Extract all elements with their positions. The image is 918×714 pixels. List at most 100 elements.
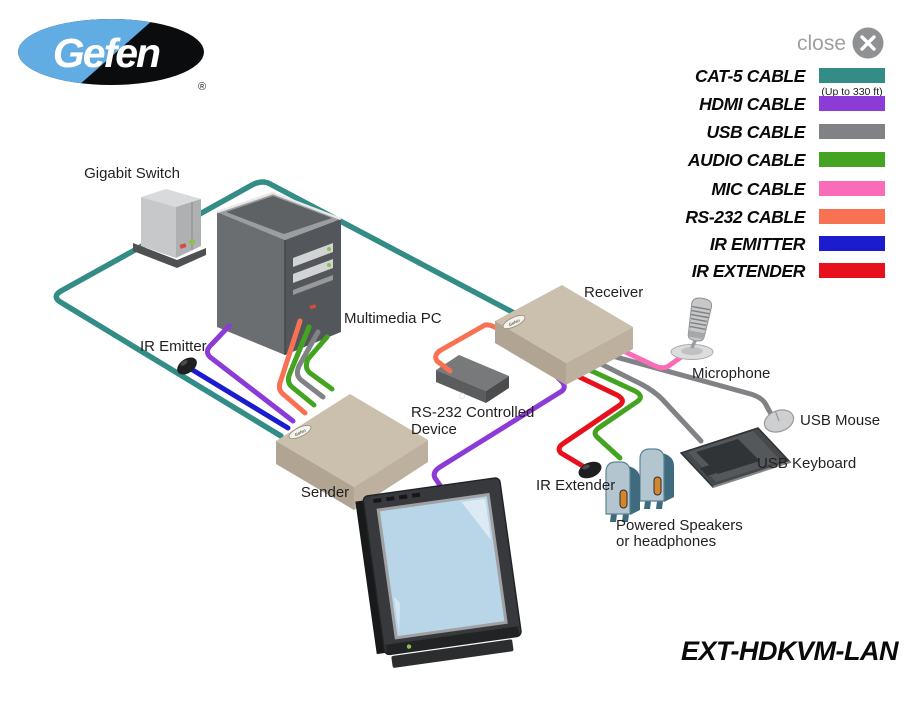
pc-power-led — [309, 304, 317, 310]
ir-extender-head — [578, 461, 602, 479]
pc-bay-led — [327, 263, 331, 267]
speaker-right — [639, 448, 674, 509]
legend-swatch-cat5 — [819, 68, 885, 83]
receiver-left-face — [495, 321, 566, 385]
rs232-device-front — [436, 370, 486, 403]
legend-cat5-note: (Up to 330 ft) — [821, 86, 882, 98]
rs232-device-top — [436, 355, 509, 391]
sender-label: Sender — [301, 484, 349, 501]
ir-emitter-cable — [188, 366, 291, 431]
gefen-logo: Gefen ® — [18, 19, 206, 93]
switch-side-face — [176, 199, 201, 258]
ir-extender-label: IR Extender — [536, 477, 615, 494]
ir-emitter-head — [177, 357, 197, 375]
legend-label-mic: MIC CABLE — [711, 179, 806, 199]
rs232-power-glyph — [458, 392, 466, 400]
rs232-cable-pc-to-sender — [276, 318, 308, 416]
tv-vent — [398, 494, 408, 500]
sender-gefen-badge: Gefen — [288, 424, 312, 440]
legend-swatch-audio — [819, 152, 885, 167]
tv-power-led — [406, 644, 412, 649]
sender-right-face — [354, 440, 428, 510]
receiver-label: Receiver — [584, 284, 643, 301]
svg-text:Gefen: Gefen — [294, 427, 307, 437]
legend-label-cat5: CAT-5 CABLE — [695, 66, 807, 86]
audio-cable-pc-to-sender-1 — [285, 324, 317, 408]
close-button[interactable]: close — [797, 27, 884, 59]
powered-speakers — [605, 448, 674, 522]
legend-swatch-ir-extender — [819, 263, 885, 278]
legend-swatch-hdmi — [819, 96, 885, 111]
speakers-label-line2: or headphones — [616, 533, 716, 550]
svg-text:Gefen: Gefen — [508, 317, 521, 327]
rs232-controlled-device — [436, 355, 509, 403]
usb-mouse — [763, 409, 795, 433]
receiver-gefen-badge: Gefen — [502, 314, 526, 330]
ir-extender-cable — [556, 369, 625, 471]
legend-swatch-rs232 — [819, 209, 885, 224]
tv-display — [355, 477, 522, 668]
multimedia-pc-label: Multimedia PC — [344, 310, 442, 327]
legend-label-audio: AUDIO CABLE — [687, 150, 807, 170]
legend-label-usb: USB CABLE — [707, 122, 807, 142]
switch-top — [141, 189, 201, 207]
pc-drive-bay — [293, 243, 333, 267]
mic-capsule — [687, 297, 713, 342]
speakers-label-line1: Powered Speakers — [616, 517, 743, 534]
microphone-label: Microphone — [692, 365, 770, 382]
pc-vent-slot — [293, 275, 333, 295]
gigabit-switch-label: Gigabit Switch — [84, 165, 180, 182]
rs232-device-label-line2: Device — [411, 421, 457, 438]
tv-screen-glare — [461, 498, 492, 541]
usb-keyboard-label: USB Keyboard — [757, 455, 856, 472]
usb-keyboard — [679, 427, 792, 488]
pc-top-inset — [226, 196, 332, 234]
logo-blue-swoosh — [18, 19, 162, 85]
product-model-label: EXT-HDKVM-LAN — [681, 636, 899, 666]
pc-top-rim — [216, 191, 342, 221]
close-label: close — [797, 32, 846, 55]
legend-swatch-ir-emitter — [819, 236, 885, 251]
switch-green-led — [188, 239, 196, 245]
usb-cable-pc-to-sender — [294, 329, 326, 400]
switch-front-face — [141, 197, 176, 258]
keyboard-keypad — [700, 462, 727, 476]
audio-cable-pc-to-sender-2 — [303, 334, 335, 392]
tv-screen — [379, 496, 505, 637]
multimedia-pc — [216, 191, 342, 355]
sender-left-face — [276, 441, 354, 510]
legend-label-ir-emitter: IR EMITTER — [710, 234, 806, 254]
rs232-device-side — [486, 376, 509, 403]
receiver-top — [495, 285, 633, 363]
pc-drive-bay — [293, 259, 333, 283]
sender-unit: Gefen — [276, 394, 428, 510]
tv-stand — [391, 639, 514, 668]
pc-bay-led — [327, 247, 331, 251]
tv-bottom-strip — [385, 626, 520, 655]
tv-vent — [386, 496, 395, 502]
receiver-unit: Gefen — [495, 285, 633, 385]
usb-mouse-label: USB Mouse — [800, 412, 880, 429]
legend-label-rs232: RS-232 CABLE — [685, 207, 806, 227]
usb-cable-receiver-to-mouse — [602, 351, 774, 417]
legend-swatch-mic — [819, 181, 885, 196]
tv-screen-glare-small — [393, 596, 400, 634]
switch-red-led — [179, 243, 187, 249]
legend-label-ir-extender: IR EXTENDER — [692, 261, 806, 281]
mic-base-inner — [681, 347, 703, 355]
rs232-device-label-line1: RS-232 Controlled — [411, 404, 534, 421]
close-x-glyph — [860, 35, 876, 51]
cable-legend: CAT-5 CABLE (Up to 330 ft) HDMI CABLE US… — [685, 66, 885, 281]
ir-emitter-label: IR Emitter — [140, 338, 207, 355]
legend-label-hdmi: HDMI CABLE — [699, 94, 807, 114]
keyboard-front-edge — [712, 461, 791, 488]
logo-wordmark: Gefen — [53, 30, 160, 76]
pc-left-face — [217, 212, 285, 355]
gigabit-switch — [133, 189, 206, 268]
speaker-left — [605, 461, 640, 522]
mouse-button-split — [775, 411, 780, 422]
legend-swatch-usb — [819, 124, 885, 139]
audio-cable-receiver-to-speakers — [578, 363, 643, 461]
switch-base — [133, 243, 206, 268]
